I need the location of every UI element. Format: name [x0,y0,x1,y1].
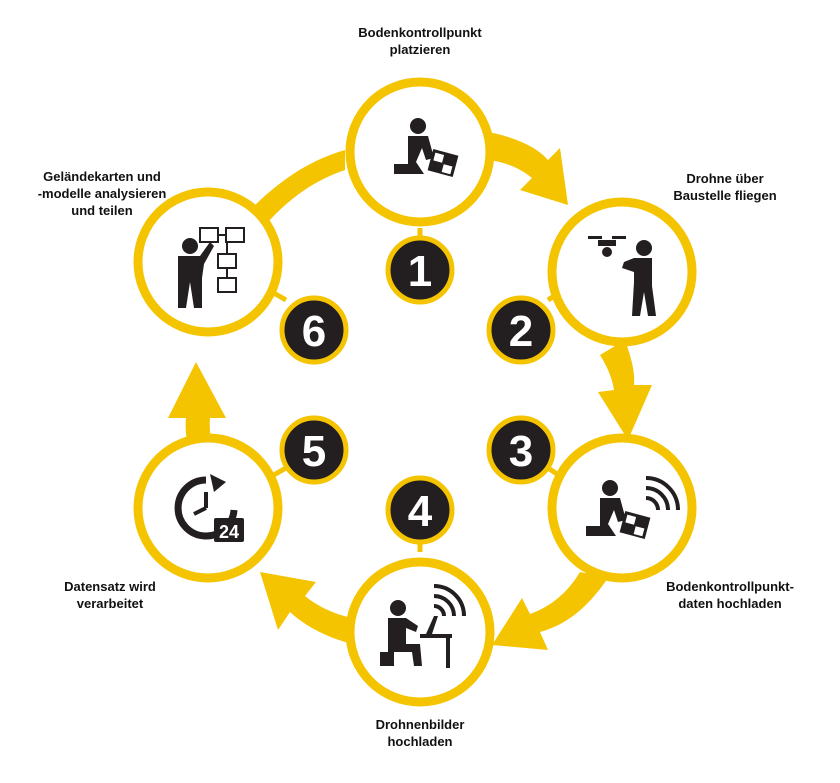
step-label-6-line-1: Geländekarten und [43,169,161,184]
step-label-4: Drohnenbilder hochladen [320,716,520,750]
connector-arrows [168,132,652,650]
clock-24-label: 24 [219,522,239,542]
step-badge-5: 5 [279,415,349,485]
step-number-6: 6 [302,307,326,356]
step-label-1: Bodenkontrollpunkt platzieren [320,24,520,58]
step-badge-3: 3 [486,415,556,485]
step-badge-2: 2 [486,295,556,365]
kneeling-person-marker-wifi-icon [586,476,680,539]
step-label-6-line-3: und teilen [71,203,133,218]
arrow-step2-to-step3 [598,340,652,440]
step-number-1: 1 [408,247,432,296]
step-label-2-line-1: Drohne über [686,171,764,186]
number-badges: 1 2 3 4 5 6 [279,235,556,545]
person-flying-drone-icon [588,236,656,316]
step-label-3-line-2: daten hochladen [678,596,782,611]
step-badge-6: 6 [279,295,349,365]
step-icons: 24 [174,118,680,668]
person-presenting-network-icon [178,227,245,308]
step-badge-4: 4 [385,475,455,545]
clock-24-icon: 24 [174,474,244,542]
step-label-5-line-2: verarbeitet [76,596,144,611]
step-label-3: Bodenkontrollpunkt- daten hochladen [640,578,820,612]
arrow-step1-to-step2 [488,132,568,205]
step-label-1-line-2: platzieren [389,42,451,57]
step-label-6-line-2: -modelle analysieren [37,186,167,201]
step-label-4-line-1: Drohnenbilder [375,717,465,732]
step-number-4: 4 [408,487,433,536]
step-label-5-line-1: Datensatz wird [64,579,156,594]
arrow-step5-to-step6 [168,362,226,455]
kneeling-person-placing-marker-icon [394,118,459,177]
step-circle-4 [345,557,495,707]
arrow-step4-to-step5 [260,572,362,646]
step-label-2: Drohne über Baustelle fliegen [640,170,810,204]
step-label-5: Datensatz wird verarbeitet [40,578,180,612]
arrow-step6-to-step1 [250,150,345,222]
person-at-laptop-wifi-icon [380,584,466,668]
step-label-3-line-1: Bodenkontrollpunkt- [666,579,794,594]
step-label-6: Geländekarten und -modelle analysieren u… [18,168,186,219]
step-number-5: 5 [302,427,326,476]
step-label-2-line-2: Baustelle fliegen [673,188,777,203]
step-circle-2 [547,197,697,347]
arrow-step3-to-step4 [492,572,608,650]
step-label-1-line-1: Bodenkontrollpunkt [358,25,482,40]
step-badge-1: 1 [385,235,455,305]
step-number-2: 2 [509,307,533,356]
step-number-3: 3 [509,427,533,476]
step-label-4-line-2: hochladen [387,734,453,749]
